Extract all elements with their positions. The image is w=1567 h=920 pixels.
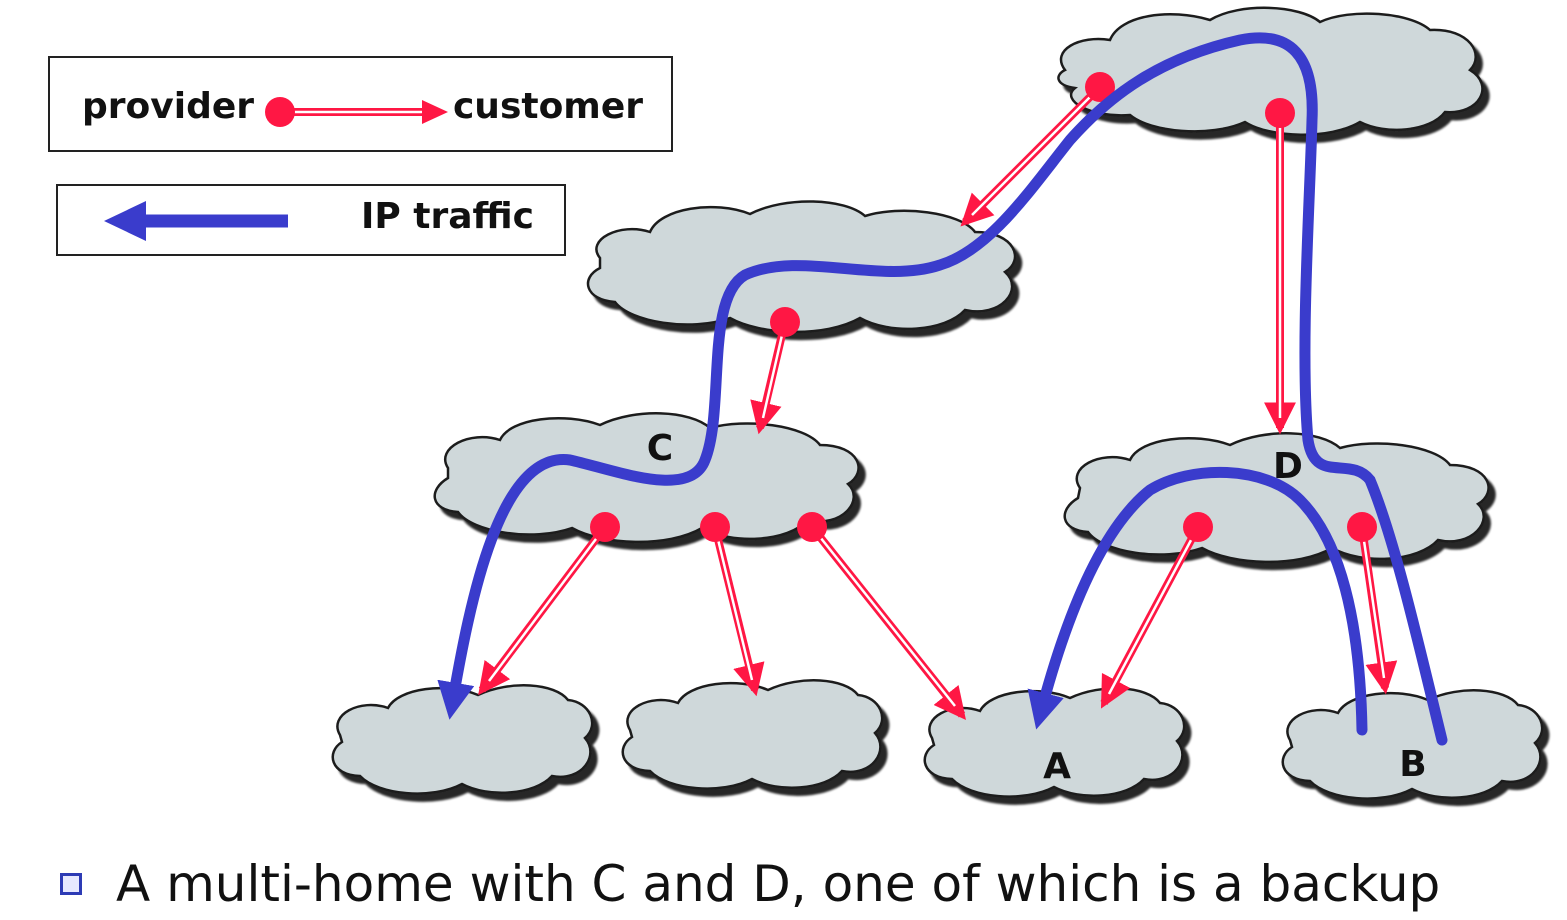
link-c-to-bottom-1 (478, 524, 609, 696)
node-label-a: A (1043, 746, 1071, 787)
link-d-to-a (1100, 525, 1202, 709)
legend-provider-label: provider (82, 86, 255, 127)
provider-dot-top-right (1265, 98, 1295, 128)
traffic-path-b-to-a (1027, 466, 1368, 736)
caption-text: A multi-home with C and D, one of which … (116, 855, 1441, 913)
legend-customer-label: customer (452, 86, 643, 127)
caption-bullet: A multi-home with C and D, one of which … (60, 852, 1440, 916)
node-label-b: B (1399, 744, 1426, 785)
legend-blue-arrow (104, 201, 288, 241)
ip-traffic-paths (437, 32, 1448, 746)
legend-red-arrow (265, 97, 448, 127)
link-c-to-a (808, 524, 966, 721)
link-top-to-middle (960, 84, 1103, 227)
link-c-to-bottom-2 (711, 526, 765, 697)
cloud-bottom-2 (621, 679, 884, 790)
provider-dot-d-2 (1347, 512, 1377, 542)
cloud-top (1057, 6, 1484, 136)
provider-dot-top-left (1085, 72, 1115, 102)
legend-ip-traffic: IP traffic (56, 184, 566, 256)
legend-ip-traffic-label: IP traffic (360, 196, 534, 237)
provider-dot-middle (770, 307, 800, 337)
cloud-a (923, 687, 1186, 798)
traffic-path-b-to-c-side (437, 32, 1448, 746)
provider-dot-c-3 (797, 512, 827, 542)
square-bullet-icon (60, 873, 82, 895)
provider-dot-d-1 (1183, 512, 1213, 542)
legend-provider-customer: provider customer (48, 56, 673, 152)
cloud-bottom-1 (331, 684, 594, 795)
provider-dot-c-2 (700, 512, 730, 542)
provider-dot-c-1 (590, 512, 620, 542)
link-d-to-b (1358, 526, 1398, 695)
provider-customer-links (478, 84, 1398, 721)
node-label-c: C (647, 428, 673, 469)
provider-dots (590, 72, 1377, 542)
link-middle-to-c (750, 321, 789, 435)
